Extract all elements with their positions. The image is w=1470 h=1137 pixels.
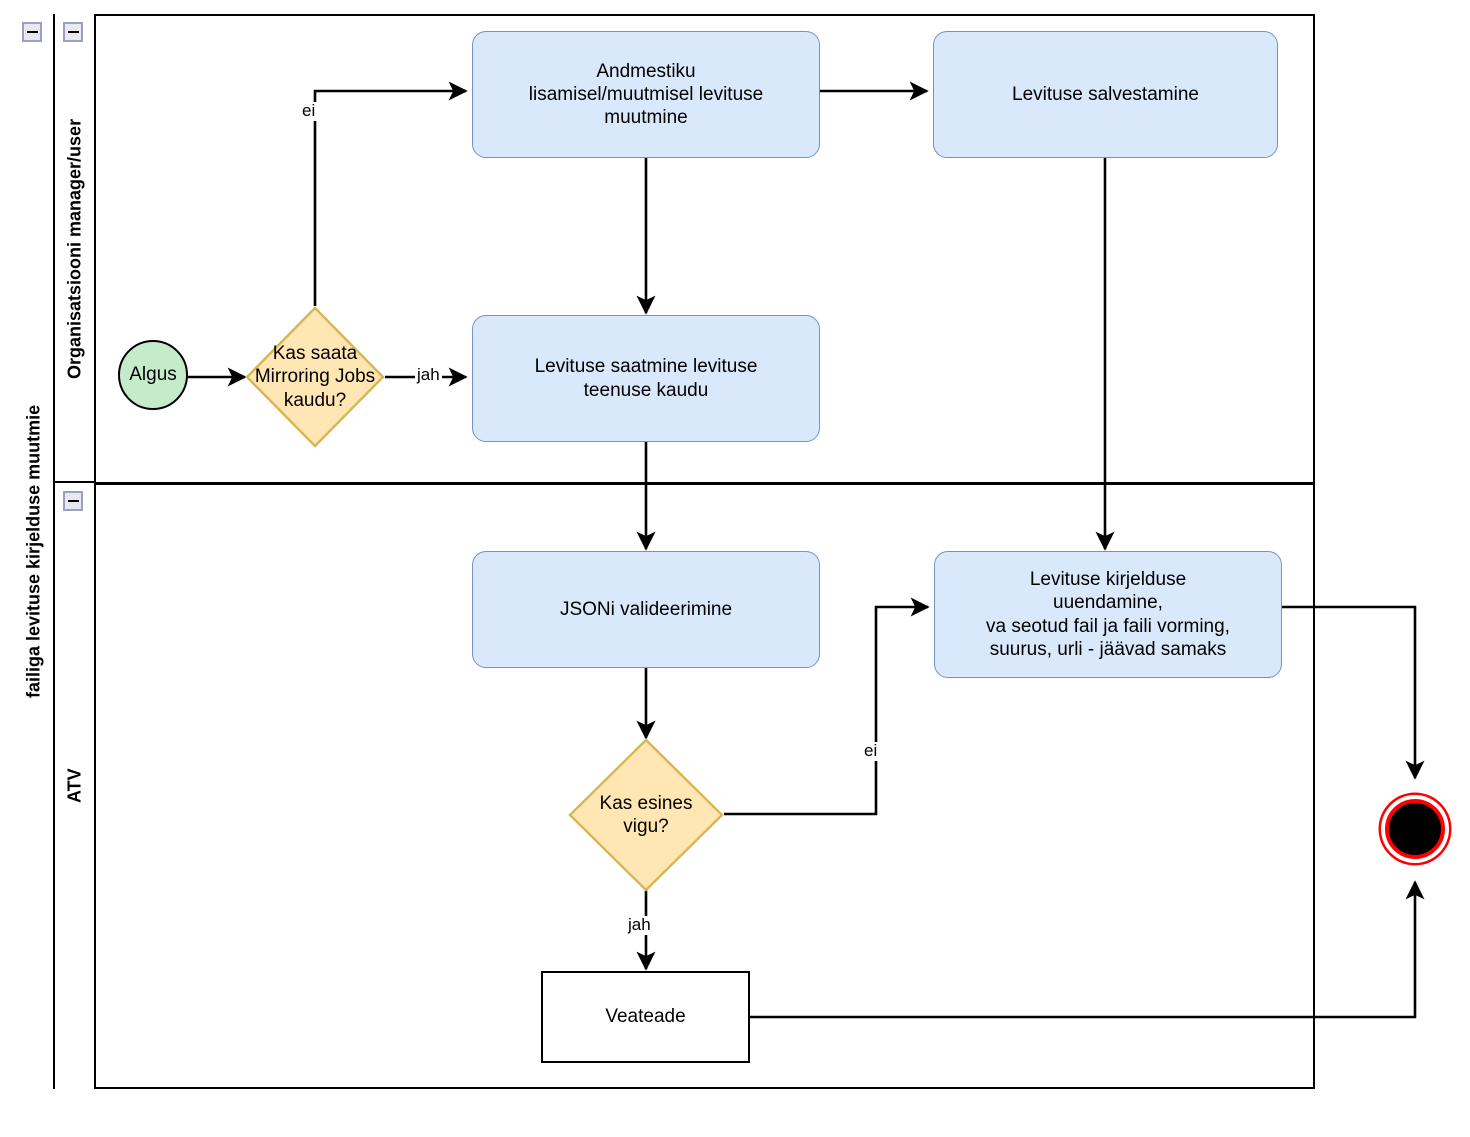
pool-header: failiga levituse kirjelduse muutmie (14, 14, 55, 1089)
task-levituse-kirjelduse-uuendamine[interactable]: Levituse kirjelduse uuendamine, va seotu… (934, 551, 1282, 678)
lane-header-organisatsiooni-manager-user: Organisatsiooni manager/user (55, 14, 96, 483)
task-line-2: teenuse kaudu (583, 379, 709, 401)
task-levituse-salvestamine[interactable]: Levituse salvestamine (933, 31, 1278, 158)
task-levituse-saatmine-teenuse-kaudu[interactable]: Levituse saatmine levituse teenuse kaudu (472, 315, 820, 442)
task-line-1: JSONi valideerimine (559, 598, 733, 620)
lane-title-atv: ATV (64, 768, 85, 804)
task-line-2: uuendamine, (1053, 592, 1163, 614)
lane-title-organisatsiooni-manager-user: Organisatsiooni manager/user (64, 118, 85, 379)
task-line-2: lisamisel/muutmisel levituse (528, 83, 764, 105)
minus-icon-lane2-collapse[interactable] (63, 491, 83, 511)
pool-title: failiga levituse kirjelduse muutmie (23, 404, 44, 699)
task-line-1: Veateade (605, 1006, 686, 1028)
minus-icon-lane1-collapse[interactable] (63, 22, 83, 42)
gateway-line-2: vigu? (623, 816, 669, 837)
start-event-label: Algus (129, 364, 177, 386)
end-event[interactable] (1385, 799, 1445, 859)
task-veateade[interactable]: Veateade (541, 971, 750, 1063)
task-andmestiku-lisamisel-muutmisel[interactable]: Andmestiku lisamisel/muutmisel levituse … (472, 31, 820, 158)
gateway-line-3: kaudu? (283, 389, 347, 411)
task-line-1: Levituse kirjelduse (1029, 569, 1187, 591)
lane-header-atv: ATV (55, 483, 96, 1089)
gateway-kas-saata-mirroring-jobs[interactable]: Kas saata Mirroring Jobs kaudu? (245, 306, 385, 448)
lane-divider (96, 482, 1315, 485)
gateway-label: Kas esines vigu? (568, 738, 724, 892)
task-line-1: Levituse salvestamine (1012, 83, 1199, 105)
task-line-3: va seotud fail ja faili vorming, (986, 615, 1230, 637)
task-jsoni-valideerimine[interactable]: JSONi valideerimine (472, 551, 820, 668)
task-line-1: Andmestiku (596, 60, 696, 82)
gateway-line-1: Kas esines (599, 792, 693, 814)
task-line-1: Levituse saatmine levituse (534, 356, 758, 378)
gateway-line-2: Mirroring Jobs (254, 366, 376, 388)
edge-label-viga-yes: jah (626, 915, 653, 935)
edge-label-viga-no: ei (862, 741, 880, 761)
edge-label-mirroring-yes: jah (415, 365, 442, 385)
task-line-3: muutmine (604, 107, 688, 129)
edge-label-mirroring-no: ei (300, 101, 318, 121)
gateway-line-1: Kas saata (272, 343, 358, 365)
minus-icon-pool-collapse[interactable] (22, 22, 42, 42)
gateway-kas-esines-vigu[interactable]: Kas esines vigu? (568, 738, 724, 892)
start-event-algus[interactable]: Algus (118, 340, 188, 410)
gateway-label: Kas saata Mirroring Jobs kaudu? (245, 306, 385, 448)
task-line-4: suurus, urli - jäävad samaks (989, 638, 1227, 660)
